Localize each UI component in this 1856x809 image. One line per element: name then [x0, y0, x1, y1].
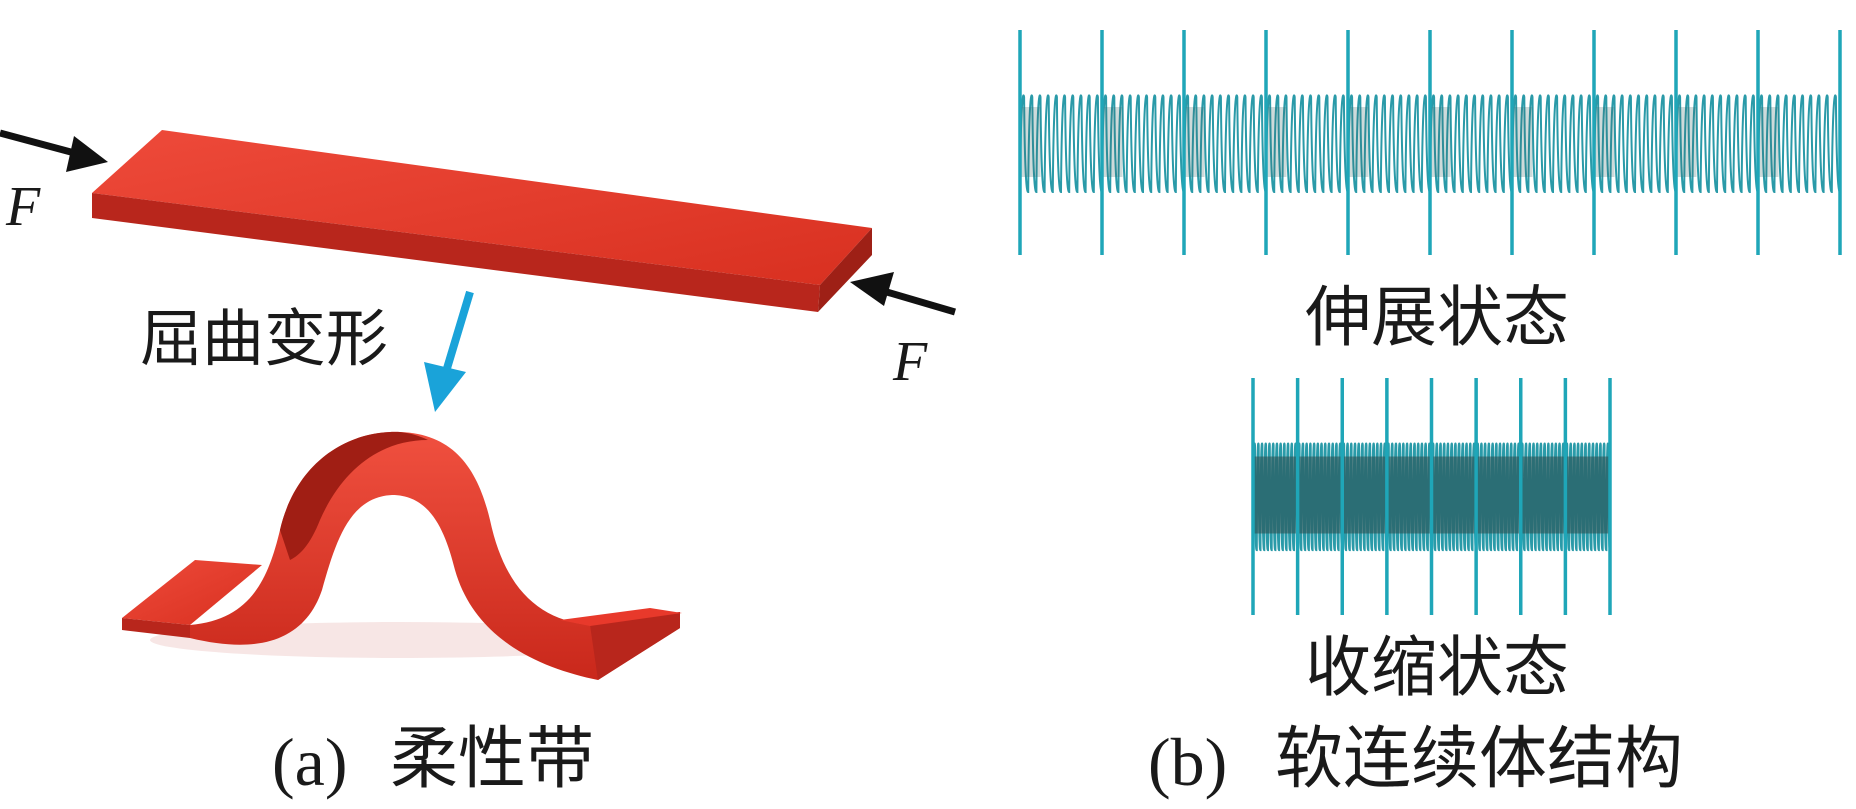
spring-segment — [1757, 94, 1841, 194]
spring-segment — [1251, 442, 1299, 552]
spring-shade — [1297, 456, 1343, 534]
spring-segment — [1675, 94, 1759, 194]
extended-state-label: 伸展状态 — [1305, 279, 1569, 356]
extended-continuum — [1018, 30, 1842, 255]
spring-segment — [1519, 442, 1567, 552]
spring-shade — [1520, 456, 1566, 534]
spring-segment — [1265, 94, 1349, 194]
force-arrow-left — [0, 129, 108, 172]
spring-segment — [1430, 442, 1478, 552]
spring-segment — [1183, 94, 1267, 194]
spring-shade — [1386, 456, 1432, 534]
spring-segment — [1101, 94, 1185, 194]
force-label-right: F — [892, 331, 928, 393]
panel-a: F F 屈曲变形 (a) — [0, 129, 956, 800]
force-label-left: F — [5, 176, 41, 238]
spring-shade — [1102, 107, 1123, 177]
contracted-continuum — [1251, 378, 1612, 615]
spring-segment — [1429, 94, 1513, 194]
spring-segment — [1593, 94, 1677, 194]
caption-b-prefix: (b) — [1148, 724, 1227, 800]
spring-shade — [1676, 107, 1697, 177]
spring-segment — [1347, 94, 1431, 194]
spring-segment — [1564, 442, 1611, 552]
caption-b-text: 软连续体结构 — [1275, 720, 1683, 799]
flat-strip — [92, 130, 872, 312]
caption-a-prefix: (a) — [272, 724, 347, 800]
spring-shade — [1266, 107, 1287, 177]
contracted-state-label: 收缩状态 — [1305, 629, 1569, 706]
spring-segment — [1475, 442, 1522, 552]
caption-a-text: 柔性带 — [390, 720, 594, 799]
buckled-strip — [122, 431, 682, 680]
deformation-label: 屈曲变形 — [140, 302, 388, 375]
spring-shade — [1348, 107, 1369, 177]
spring-shade — [1758, 107, 1779, 177]
spring-shade — [1512, 107, 1533, 177]
spring-shade — [1184, 107, 1205, 177]
spring-shade — [1020, 107, 1041, 177]
spring-shade — [1594, 107, 1615, 177]
spring-shade — [1565, 456, 1610, 534]
spring-shade — [1253, 456, 1298, 534]
spring-segment — [1385, 442, 1433, 552]
spring-shade — [1342, 456, 1387, 534]
spring-shade — [1430, 107, 1451, 177]
deformation-arrow-icon — [424, 290, 474, 412]
spring-segment — [1296, 442, 1344, 552]
spring-shade — [1476, 456, 1521, 534]
spring-segment — [1341, 442, 1388, 552]
force-arrow-right — [850, 272, 956, 316]
panel-b: 伸展状态 收缩状态 (b) 软连续体结构 — [1018, 30, 1842, 800]
spring-segment — [1019, 94, 1103, 194]
spring-segment — [1511, 94, 1595, 194]
spring-shade — [1431, 456, 1477, 534]
